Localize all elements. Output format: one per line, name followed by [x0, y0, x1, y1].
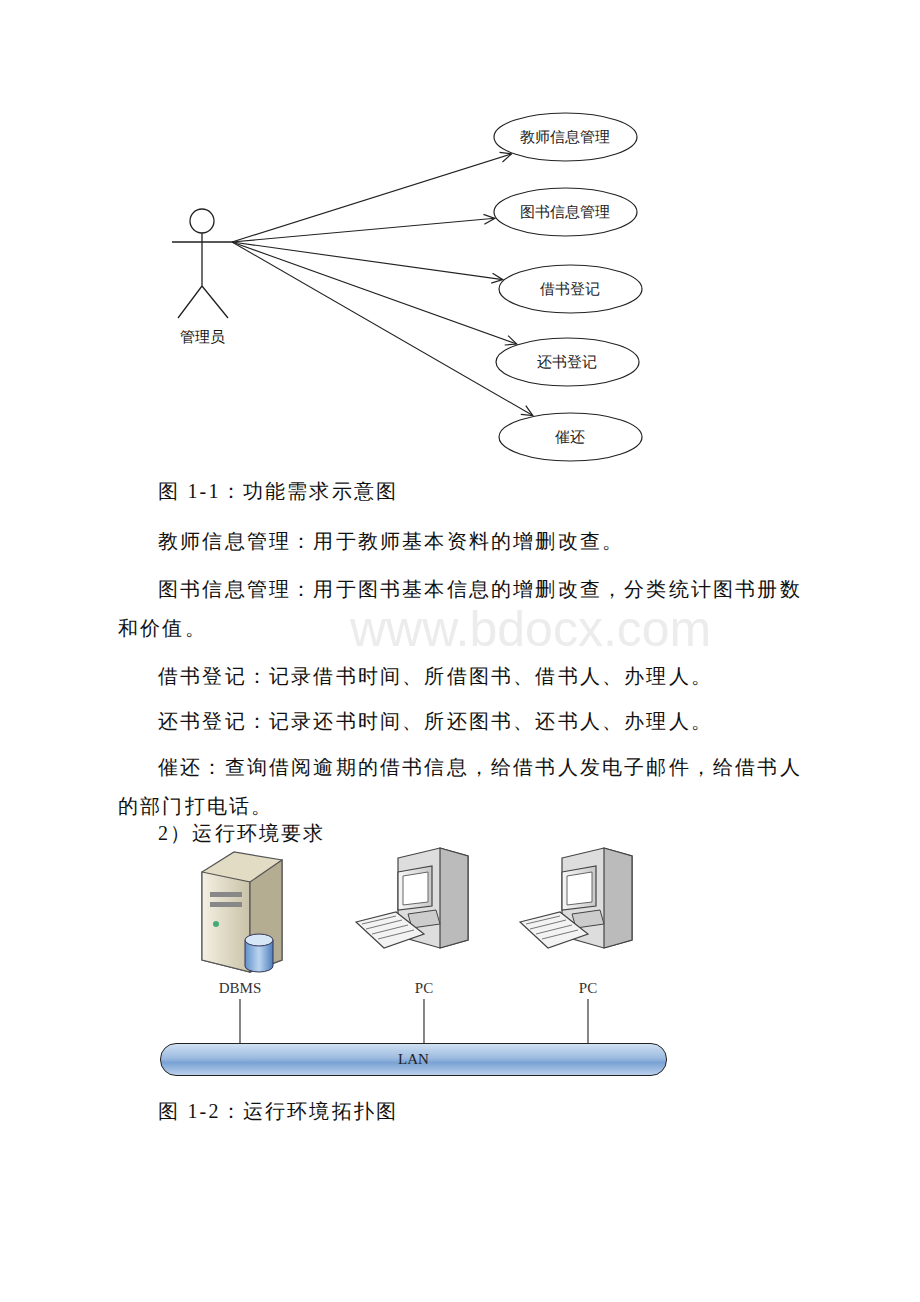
use-case-ellipse: 借书登记: [498, 264, 643, 314]
connector-line: [232, 242, 533, 416]
network-host: PC: [575, 980, 601, 997]
network-host: DBMS: [215, 980, 266, 997]
watermark: www.bdocx.com: [350, 600, 711, 658]
use-case-label: 还书登记: [537, 353, 597, 372]
caption-text: 2）运行环境要求: [158, 820, 326, 847]
connector-line: [232, 242, 503, 280]
connector-line: [232, 154, 511, 242]
stick-figure: [168, 208, 236, 323]
host-label: PC: [575, 980, 601, 997]
use-case-ellipse: 教师信息管理: [493, 112, 638, 162]
connector-line: [587, 999, 588, 1043]
use-case-ellipse: 催还: [498, 412, 643, 462]
use-case-ellipse: 图书信息管理: [493, 187, 638, 237]
connector-line: [232, 218, 495, 242]
caption-text: 图 1-2：运行环境拓扑图: [158, 1098, 398, 1125]
connector-line: [232, 242, 517, 344]
lan-bus: LAN: [160, 1043, 667, 1076]
body-paragraph: 催还：查询借阅逾期的借书信息，给借书人发电子邮件，给借书人的部门打电话。: [118, 748, 810, 826]
host-label: PC: [411, 980, 437, 997]
body-paragraph: 借书登记：记录借书时间、所借图书、借书人、办理人。: [118, 657, 810, 696]
network-host: PC: [411, 980, 437, 997]
actor-figure: 管理员: [168, 208, 236, 350]
body-paragraph: 教师信息管理：用于教师基本资料的增删改查。: [118, 522, 810, 561]
connector-line: [423, 999, 424, 1043]
connector-line: [239, 999, 240, 1043]
body-paragraph: 图书信息管理：用于图书基本信息的增删改查，分类统计图书册数和价值。: [118, 570, 810, 648]
use-case-label: 教师信息管理: [520, 128, 610, 147]
pc-icon: [356, 848, 468, 948]
lan-label: LAN: [398, 1051, 429, 1068]
use-case-ellipse: 还书登记: [495, 337, 640, 387]
caption-text: 图 1-1：功能需求示意图: [158, 478, 398, 505]
use-case-label: 催还: [555, 428, 585, 447]
host-label: DBMS: [215, 980, 266, 997]
body-paragraph: 还书登记：记录还书时间、所还图书、还书人、办理人。: [118, 702, 810, 741]
use-case-label: 图书信息管理: [520, 203, 610, 222]
server-icon: [202, 852, 282, 972]
use-case-label: 借书登记: [540, 280, 600, 299]
actor-label: 管理员: [168, 328, 236, 347]
